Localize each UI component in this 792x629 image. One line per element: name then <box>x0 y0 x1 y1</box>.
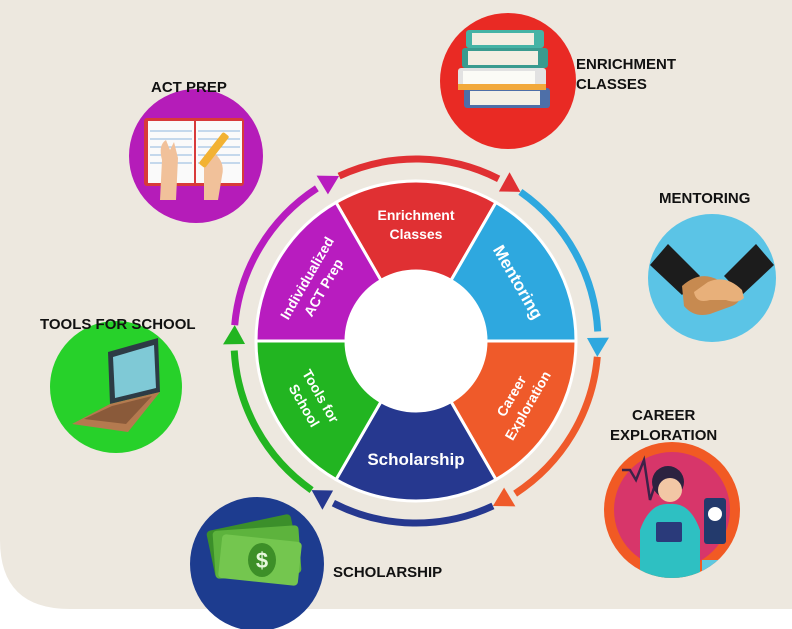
mentoring-callout <box>648 214 776 342</box>
nurse-icon <box>622 455 726 578</box>
scholarship-label-line1: SCHOLARSHIP <box>333 564 443 581</box>
svg-text:$: $ <box>256 548 268 573</box>
enrichment-label-line1: ENRICHMENT <box>576 56 676 73</box>
wheel-hole <box>346 271 486 411</box>
enrichment-label: ENRICHMENT CLASSES <box>576 55 676 95</box>
cycle-arrow-enrichment <box>337 155 501 182</box>
scholarship-callout: $ <box>190 497 324 629</box>
cycle-arrowhead-enrichment <box>498 172 521 192</box>
handshake-icon <box>650 244 774 315</box>
tools-callout <box>50 321 182 453</box>
cycle-arrowhead-act <box>316 175 340 195</box>
act-label-line1: ACT PREP <box>151 79 227 96</box>
books-icon <box>458 30 550 108</box>
cycle-arrowhead-scholarship <box>311 490 334 510</box>
cycle-arrow-tools <box>230 350 314 493</box>
notebook-icon <box>144 118 244 200</box>
tools-label: TOOLS FOR SCHOOL <box>40 315 196 335</box>
cycle-arrow-career <box>513 356 601 497</box>
cycle-arrow-mentoring <box>518 189 602 332</box>
cycle-arrows <box>223 155 609 527</box>
career-label-line2: EXPLORATION <box>610 427 718 444</box>
career-label-line1: CAREER <box>631 407 696 424</box>
cycle-arrowhead-tools <box>223 325 246 345</box>
cycle-arrow-scholarship <box>331 500 495 527</box>
money-icon: $ <box>206 514 302 586</box>
career-callout <box>604 442 740 578</box>
cycle-arrowhead-career <box>492 487 516 507</box>
process-wheel <box>254 179 578 503</box>
enrichment-callout <box>440 13 576 149</box>
cycle-arrow-act <box>231 185 319 326</box>
act-label: ACT PREP <box>151 78 227 98</box>
mentoring-label-line1: MENTORING <box>659 190 751 207</box>
segment-label-enrichment-line2: Classes <box>390 226 443 242</box>
mentoring-label: MENTORING <box>659 189 750 209</box>
tools-label-line1: TOOLS FOR SCHOOL <box>40 316 196 333</box>
career-label: CAREER EXPLORATION <box>610 406 717 446</box>
act-callout <box>129 89 263 223</box>
segment-label-scholarship-line1: Scholarship <box>367 450 464 469</box>
enrichment-label-line2: CLASSES <box>576 76 647 93</box>
segment-label-enrichment-line1: Enrichment <box>377 207 454 223</box>
scholarship-label: SCHOLARSHIP <box>333 563 442 583</box>
laptop-icon <box>72 338 160 432</box>
cycle-arrowhead-mentoring <box>586 337 609 357</box>
